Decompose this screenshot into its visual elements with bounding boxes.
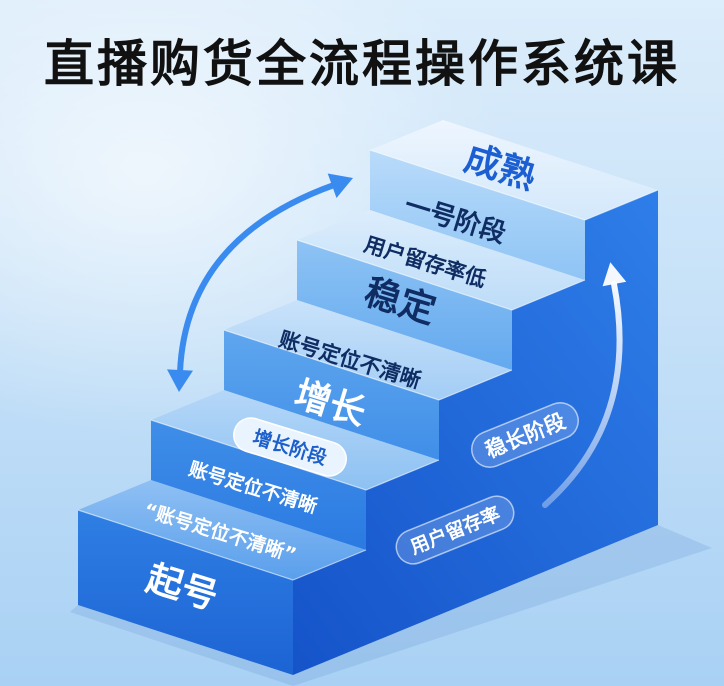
step-4-tread	[297, 210, 585, 310]
curved-double-arrow-icon	[167, 173, 353, 392]
staircase-side-face	[293, 190, 658, 675]
step-3-tread	[224, 300, 512, 400]
step-5-riser	[370, 150, 585, 280]
step-2-riser	[151, 420, 366, 550]
side-pill-lower-background	[395, 495, 515, 565]
step-1-tread	[78, 480, 366, 580]
step-5-tread	[370, 120, 658, 220]
step-1-riser	[78, 510, 293, 675]
step-2-badge-background	[233, 417, 347, 477]
step-edges	[77, 149, 659, 581]
step-4-riser	[297, 240, 512, 370]
curved-up-arrow-icon	[542, 262, 627, 508]
step-3-riser	[224, 330, 439, 460]
ground-shadow	[70, 525, 712, 686]
page-title: 直播购货全流程操作系统课	[44, 35, 680, 93]
side-pill-upper-background	[471, 402, 579, 468]
